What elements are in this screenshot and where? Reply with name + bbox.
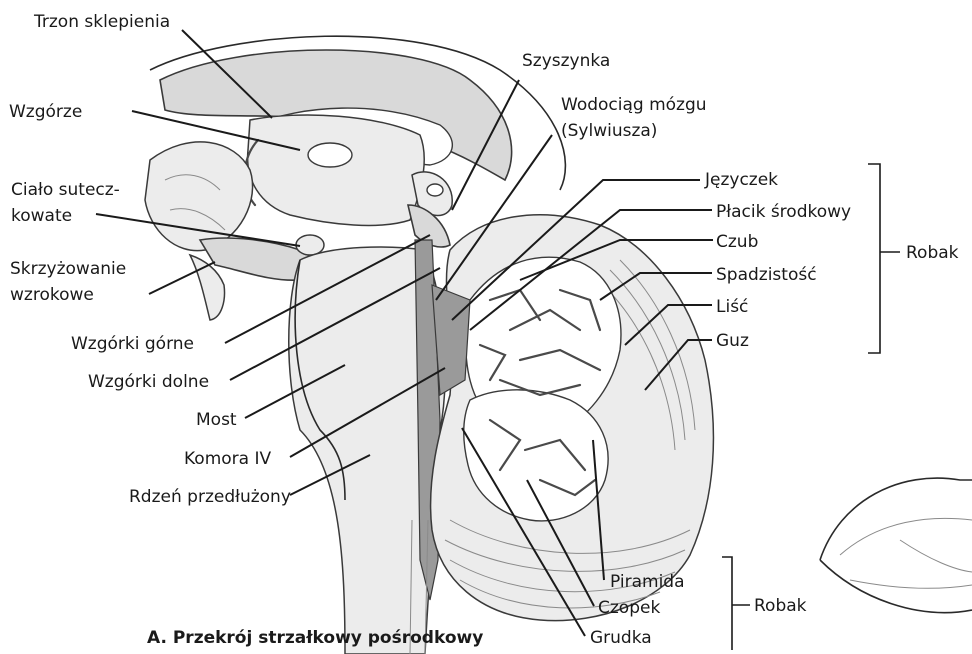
label-cialo-suteczkowate-2: kowate xyxy=(11,206,72,226)
hand-sketch-bottom xyxy=(820,560,972,613)
label-grudka: Grudka xyxy=(590,628,652,648)
label-cialo-suteczkowate-1: Ciało sutecz- xyxy=(11,180,120,200)
label-wzgorki-dolne: Wzgórki dolne xyxy=(88,372,209,392)
label-szyszynka: Szyszynka xyxy=(522,51,610,71)
label-czub: Czub xyxy=(716,232,758,252)
label-czopek: Czopek xyxy=(598,598,660,618)
thalamus-adhesion xyxy=(308,143,352,167)
figure-caption: A. Przekrój strzałkowy pośrodkowy xyxy=(147,628,483,648)
label-wodociag-2: (Sylwiusza) xyxy=(561,121,657,141)
label-wzgorki-gorne: Wzgórki górne xyxy=(71,334,194,354)
label-wodociag-1: Wodociąg mózgu xyxy=(561,95,707,115)
hand-sketch-top xyxy=(820,478,972,560)
label-piramida: Piramida xyxy=(610,572,685,592)
mammillary-body xyxy=(296,235,324,255)
label-rdzen: Rdzeń przedłużony xyxy=(129,487,291,507)
label-placik: Płacik środkowy xyxy=(716,202,851,222)
label-lisc: Liść xyxy=(716,297,748,317)
label-guz: Guz xyxy=(716,331,749,351)
label-wzgorze: Wzgórze xyxy=(9,102,82,122)
robak-lower-bracket xyxy=(722,557,750,650)
label-trzon-sklepienia: Trzon sklepienia xyxy=(33,12,170,32)
robak-upper-bracket xyxy=(868,164,900,353)
label-robak-lower: Robak xyxy=(754,596,807,616)
anatomy-drawing xyxy=(145,36,972,654)
label-jezyczek: Języczek xyxy=(704,170,778,190)
label-skrzyzowanie-2: wzrokowe xyxy=(10,285,94,305)
label-komora-iv: Komora IV xyxy=(184,449,271,469)
label-robak-upper: Robak xyxy=(906,243,959,263)
label-spadzistosc: Spadzistość xyxy=(716,265,817,285)
label-skrzyzowanie-1: Skrzyżowanie xyxy=(10,259,126,279)
label-most: Most xyxy=(196,410,237,430)
